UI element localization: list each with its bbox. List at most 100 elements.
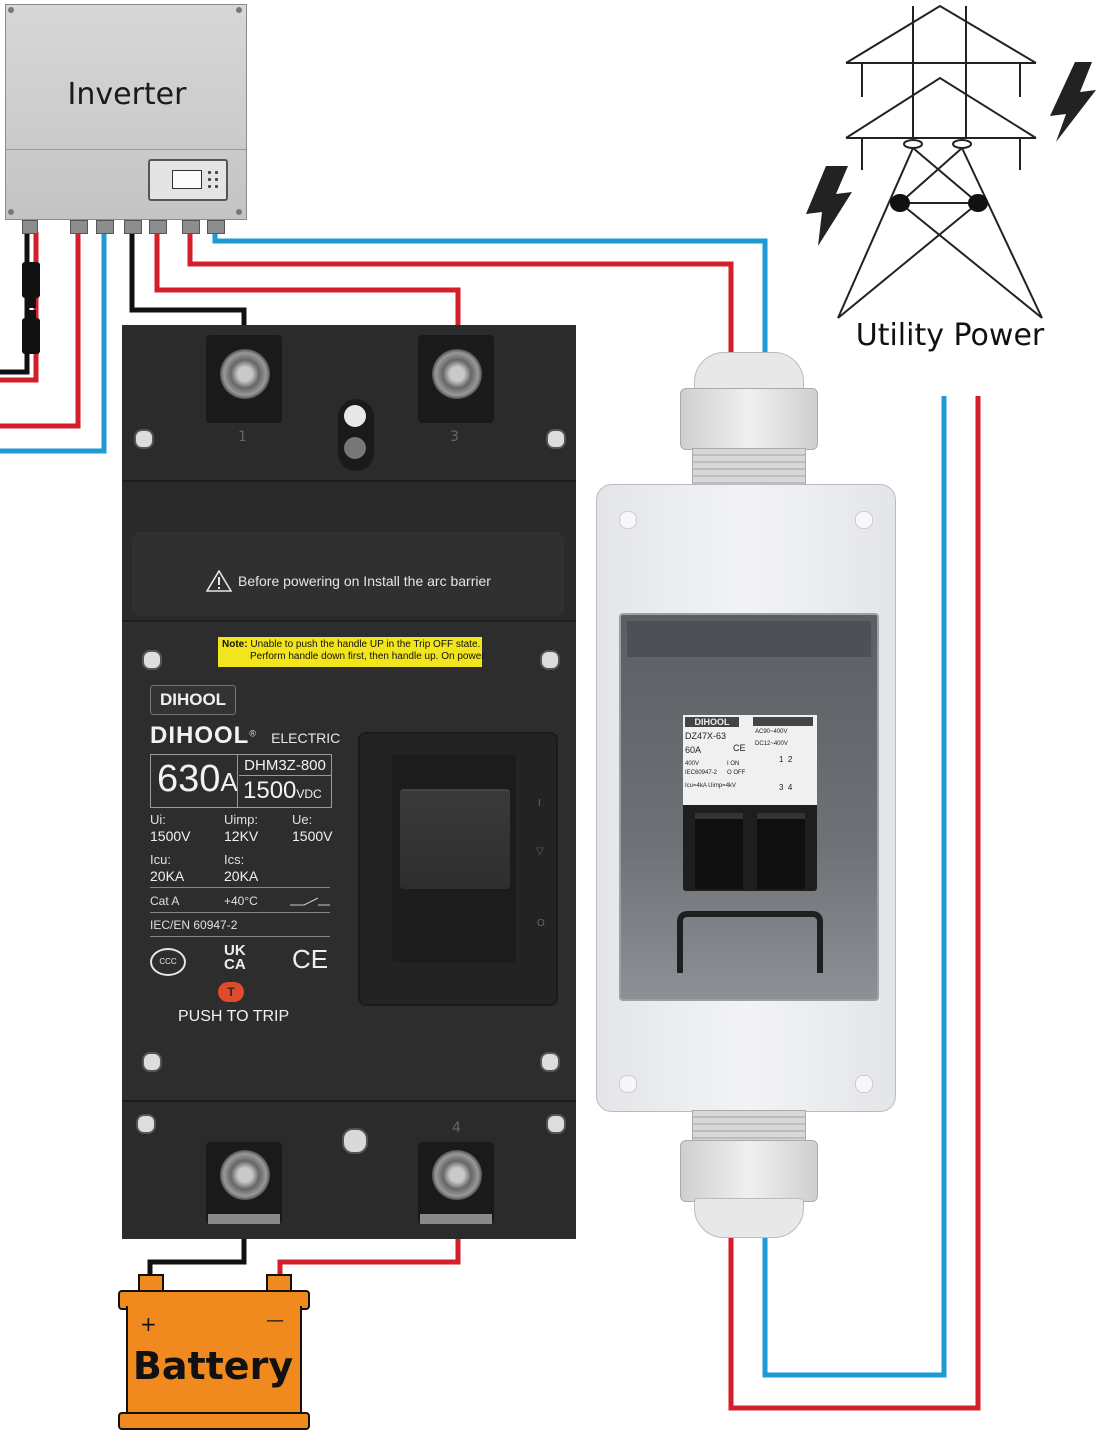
rating-current: 630A — [157, 758, 238, 800]
top-cable-gland — [680, 352, 818, 490]
lightning-bolt-icon — [1050, 62, 1096, 142]
spec-standard: IEC/EN 60947-2 — [150, 918, 238, 932]
brand-reg: ® — [249, 728, 256, 739]
push-to-trip-button[interactable]: T — [218, 982, 244, 1002]
battery-terminal-negative-post — [138, 1274, 164, 1294]
battery-terminal-positive-post — [266, 1274, 292, 1294]
isolator-line-2: IEC60947-2 — [685, 770, 718, 776]
switch-symbol-icon — [290, 897, 330, 906]
spec-ue-label: Ue: — [292, 812, 313, 827]
isolator-toggle-right[interactable] — [757, 813, 805, 889]
pv-wires — [0, 230, 107, 454]
ac-isolator-enclosure: DIHOOL DZ47X-63 60A CE AC90~400V DC12~40… — [596, 484, 896, 1112]
isolator-ce-mark: CE — [733, 743, 746, 753]
mount-screw — [142, 650, 162, 670]
spec-ue-value: 1500V — [292, 828, 333, 844]
inverter-title: Inverter — [67, 77, 187, 112]
mount-screw — [134, 429, 154, 449]
inverter-to-enclosure-wires — [187, 232, 768, 360]
inverter-cable-glands — [0, 220, 250, 236]
brand-badge: DIHOOL — [150, 685, 236, 715]
spec-icu-value: 20KA — [150, 868, 185, 884]
ce-mark-icon: CE — [292, 944, 329, 974]
isolator-model: DZ47X-63 — [685, 731, 727, 741]
isolator-dc-rating: DC12~400V — [755, 741, 788, 747]
spec-category: Cat A — [150, 894, 180, 908]
breaker-bottom-terminals: 4 — [122, 1100, 576, 1239]
inverter-screws — [6, 5, 248, 221]
breaker-top-terminals: 1 3 — [122, 325, 576, 480]
handle-mark-off: O — [537, 918, 545, 929]
breaker-handle[interactable] — [400, 789, 510, 889]
model-number: DHM3Z-800 — [244, 757, 326, 774]
note-line-2: Perform handle down first, then handle u… — [250, 651, 485, 662]
utility-power-label: Utility Power — [855, 318, 1045, 353]
terminal-label-4: 4 — [452, 1120, 461, 1136]
spec-ics-label: Ics: — [224, 852, 245, 867]
isolator-toggle-left[interactable] — [695, 813, 743, 889]
isolator-ac-rating: AC90~400V — [755, 729, 788, 735]
note-sticker: Note: Unable to push the handle UP in th… — [218, 637, 485, 667]
lightning-bolt-icon — [806, 166, 852, 246]
mount-screw — [142, 1052, 162, 1072]
isolator-off-label: O OFF — [727, 770, 746, 776]
brand-suffix: ELECTRIC — [271, 730, 341, 746]
battery-label: Battery — [132, 1344, 294, 1388]
mount-screw — [540, 1052, 560, 1072]
spec-ics-value: 20KA — [224, 868, 259, 884]
isolator-line-1: 400V — [685, 761, 700, 767]
rating-box: 630A DHM3Z-800 1500VDC — [150, 754, 332, 808]
handle-mark-trip: ▽ — [536, 846, 544, 857]
mc4-connector-icon — [22, 262, 40, 354]
terminal-label-1: 1 — [238, 429, 247, 445]
battery: + — Battery — [118, 1274, 310, 1430]
handle-mark-on: I — [538, 798, 541, 809]
bottom-cable-gland — [680, 1110, 818, 1238]
enclosure-to-utility-wires — [728, 396, 981, 1411]
note-label: Note: — [222, 639, 248, 650]
battery-plus: + — [140, 1312, 157, 1336]
handle-window: I ▽ O — [358, 732, 558, 1006]
isolator-line-3: Icu=4kA Uimp=4kV — [685, 783, 737, 789]
isolator-label-plate: DIHOOL DZ47X-63 60A CE AC90~400V DC12~40… — [683, 715, 817, 805]
terminal-screw — [220, 349, 270, 399]
note-line-1: Unable to push the handle UP in the Trip… — [250, 639, 481, 650]
window-latch[interactable] — [677, 911, 823, 973]
battery-minus: — — [266, 1310, 284, 1331]
tower-insulator-dots — [890, 194, 988, 212]
isolator-brand: DIHOOL — [685, 717, 739, 727]
breaker-front-panel: Note: Unable to push the handle UP in th… — [122, 620, 576, 1102]
inverter-display-panel — [148, 159, 228, 201]
inverter-buttons — [206, 169, 220, 189]
push-to-trip-label: PUSH TO TRIP — [178, 1008, 290, 1025]
terminal-screw — [432, 349, 482, 399]
isolator-current: 60A — [685, 745, 702, 755]
inverter-screen — [172, 170, 202, 189]
mount-screw — [540, 650, 560, 670]
isolator-pins-bottom: 3 4 — [779, 783, 793, 792]
spec-ui-value: 1500V — [150, 828, 191, 844]
isolator-window: DIHOOL DZ47X-63 60A CE AC90~400V DC12~40… — [619, 613, 879, 1001]
inverter-unit: Inverter — [5, 4, 247, 220]
warning-icon — [206, 570, 232, 592]
spec-temperature: +40°C — [224, 894, 258, 908]
mount-screw — [546, 1114, 566, 1134]
brand-badge-text: DIHOOL — [159, 690, 227, 709]
mount-screw — [546, 429, 566, 449]
isolator-on-label: I ON — [727, 761, 740, 767]
spec-icu-label: Icu: — [150, 852, 171, 867]
isolator-switch[interactable]: DIHOOL DZ47X-63 60A CE AC90~400V DC12~40… — [683, 715, 817, 891]
isolator-pins-top: 1 2 — [779, 755, 793, 764]
terminal-screw — [432, 1150, 482, 1200]
ccc-mark-icon: CCC — [150, 948, 186, 976]
inverter-divider — [6, 149, 246, 150]
spec-ui-label: Ui: — [150, 812, 166, 827]
transmission-tower-icon — [837, 4, 1043, 319]
arc-barrier-warning: Before powering on Install the arc barri… — [238, 573, 491, 589]
brand-row: DIHOOL® ELECTRIC — [150, 722, 340, 750]
voltage-rating: 1500VDC — [243, 777, 322, 804]
spec-uimp-value: 12KV — [224, 828, 259, 844]
brand-logo: DIHOOL — [150, 722, 250, 749]
mount-screw — [136, 1114, 156, 1134]
